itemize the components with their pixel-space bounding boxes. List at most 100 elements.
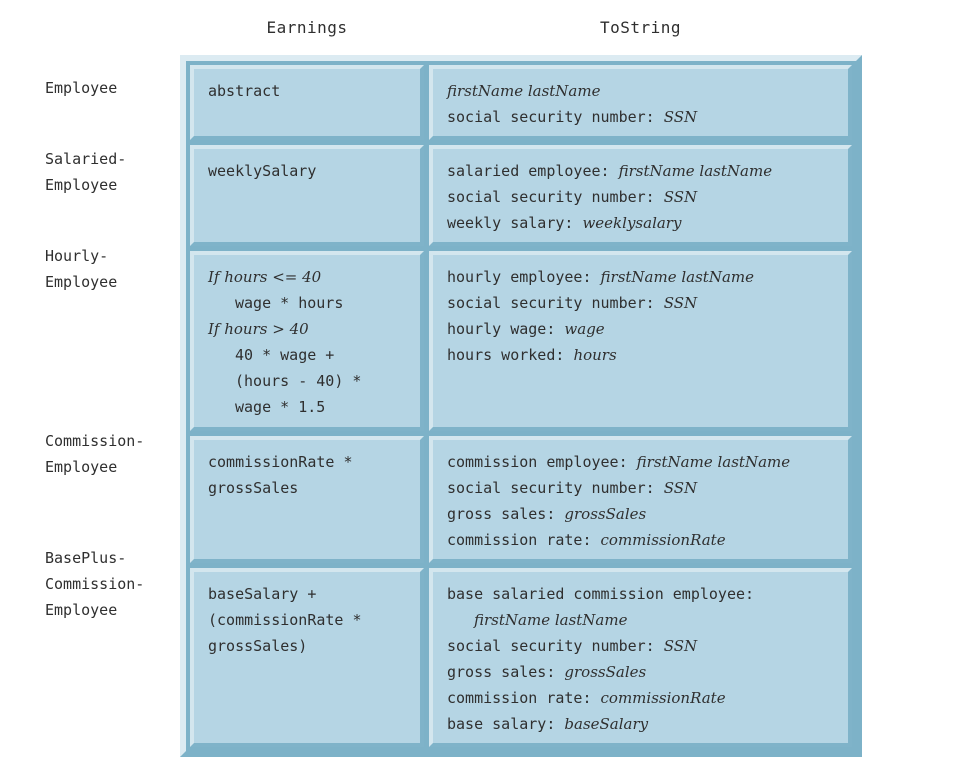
row-label-line: Commission-	[45, 575, 145, 593]
row-label-hourly-employee: Hourly- Employee	[45, 243, 180, 295]
text-line: commission rate: commissionRate	[447, 685, 838, 711]
text-line: (hours - 40) *	[208, 368, 410, 394]
variable-text: firstName lastName	[474, 611, 628, 629]
text-line: hourly employee: firstName lastName	[447, 264, 838, 290]
literal-text: 40 * wage +	[235, 346, 335, 364]
row-label-commission-employee: Commission- Employee	[45, 428, 180, 480]
literal-text: gross sales:	[447, 663, 565, 681]
literal-text: abstract	[208, 82, 281, 100]
variable-text: grossSales	[564, 663, 647, 681]
variable-text: firstName lastName	[447, 82, 601, 100]
text-line: abstract	[208, 78, 410, 104]
text-line: weeklySalary	[208, 158, 410, 184]
text-line: (commissionRate *	[208, 607, 410, 633]
text-line: commission employee: firstName lastName	[447, 449, 838, 475]
text-line: hourly wage: wage	[447, 316, 838, 342]
variable-text: SSN	[663, 108, 698, 126]
literal-text: weekly salary:	[447, 214, 583, 232]
column-header-tostring: ToString	[599, 18, 682, 37]
literal-text: social security number:	[447, 294, 664, 312]
variable-text: SSN	[663, 294, 698, 312]
literal-text: wage * 1.5	[235, 398, 326, 416]
literal-text: salaried employee:	[447, 162, 619, 180]
variable-text: SSN	[663, 637, 698, 655]
literal-text: hourly employee:	[447, 268, 601, 286]
variable-text: If hours > 40	[208, 320, 309, 338]
text-line: hours worked: hours	[447, 342, 838, 368]
literal-text: (commissionRate *	[208, 611, 362, 629]
row-label-line: Employee	[45, 273, 118, 291]
literal-text: wage * hours	[235, 294, 344, 312]
variable-text: firstName lastName	[636, 453, 791, 471]
literal-text: hours worked:	[447, 346, 574, 364]
variable-text: SSN	[663, 188, 698, 206]
variable-text: wage	[564, 320, 605, 338]
row-label-salaried-employee: Salaried-Employee	[45, 146, 180, 198]
text-line: social security number: SSN	[447, 290, 838, 316]
literal-text: commission rate:	[447, 689, 601, 707]
text-line: social security number: SSN	[447, 475, 838, 501]
literal-text: social security number:	[447, 637, 664, 655]
tostring-cell-employee: firstName lastName social security number…	[429, 65, 852, 140]
text-line: firstName lastName	[447, 78, 838, 104]
text-line: base salary: baseSalary	[447, 711, 838, 737]
text-line: grossSales)	[208, 633, 410, 659]
literal-text: baseSalary +	[208, 585, 317, 603]
row-label-line: Employee	[45, 79, 118, 97]
earnings-cell-salaried-employee: weeklySalary	[190, 145, 424, 246]
literal-text: (hours - 40) *	[235, 372, 362, 390]
literal-text: hourly wage:	[447, 320, 565, 338]
row-label-baseplus-commission-employee: BasePlus-Commission-Employee	[45, 545, 180, 623]
text-line: social security number: SSN	[447, 184, 838, 210]
text-line: gross sales: grossSales	[447, 659, 838, 685]
row-label-line: Hourly-	[45, 247, 109, 265]
row-label-line: Employee	[45, 176, 118, 194]
text-line: If hours > 40	[208, 316, 410, 342]
literal-text: commissionRate *	[208, 453, 353, 471]
variable-text: weeklysalary	[582, 214, 682, 232]
variable-text: baseSalary	[564, 715, 649, 733]
row-label-employee: Employee	[45, 75, 180, 101]
text-line: commission rate: commissionRate	[447, 527, 838, 553]
text-line: baseSalary +	[208, 581, 410, 607]
literal-text: gross sales:	[447, 505, 565, 523]
text-line: gross sales: grossSales	[447, 501, 838, 527]
variable-text: firstName lastName	[618, 162, 773, 180]
variable-text: If hours <= 40	[208, 268, 322, 286]
earnings-cell-hourly-employee: If hours <= 40 wage * hours If hours > 40 4…	[190, 251, 424, 431]
variable-text: firstName lastName	[600, 268, 755, 286]
variable-text: SSN	[663, 479, 698, 497]
text-line: 40 * wage +	[208, 342, 410, 368]
text-line: wage * hours	[208, 290, 410, 316]
text-line: grossSales	[208, 475, 410, 501]
variable-text: hours	[573, 346, 617, 364]
column-header-earnings: Earnings	[266, 18, 348, 37]
text-line: commissionRate *	[208, 449, 410, 475]
text-line: weekly salary: weeklysalary	[447, 210, 838, 236]
row-label-line: Commission-	[45, 432, 145, 450]
literal-text: weeklySalary	[208, 162, 317, 180]
text-line: social security number: SSN	[447, 633, 838, 659]
variable-text: commissionRate	[600, 531, 726, 549]
table-grid: abstract firstName lastName social securit…	[190, 65, 852, 747]
text-line: firstName lastName	[447, 607, 838, 633]
earnings-cell-commission-employee: commissionRate * grossSales	[190, 436, 424, 563]
variable-text: grossSales	[564, 505, 647, 523]
tostring-cell-baseplus-commission-employee: base salaried commission employee:firstN…	[429, 568, 852, 747]
employee-hierarchy-table: abstract firstName lastName social securit…	[180, 55, 862, 757]
literal-text: grossSales	[208, 479, 299, 497]
text-line: social security number: SSN	[447, 104, 838, 130]
literal-text: commission rate:	[447, 531, 601, 549]
row-label-line: Employee	[45, 458, 118, 476]
text-line: wage * 1.5	[208, 394, 410, 420]
text-line: salaried employee: firstName lastName	[447, 158, 838, 184]
earnings-cell-baseplus-commission-employee: baseSalary + (commissionRate * grossSales)	[190, 568, 424, 747]
literal-text: social security number:	[447, 188, 664, 206]
literal-text: grossSales)	[208, 637, 308, 655]
row-label-line: Employee	[45, 601, 118, 619]
variable-text: commissionRate	[600, 689, 726, 707]
literal-text: commission employee:	[447, 453, 637, 471]
